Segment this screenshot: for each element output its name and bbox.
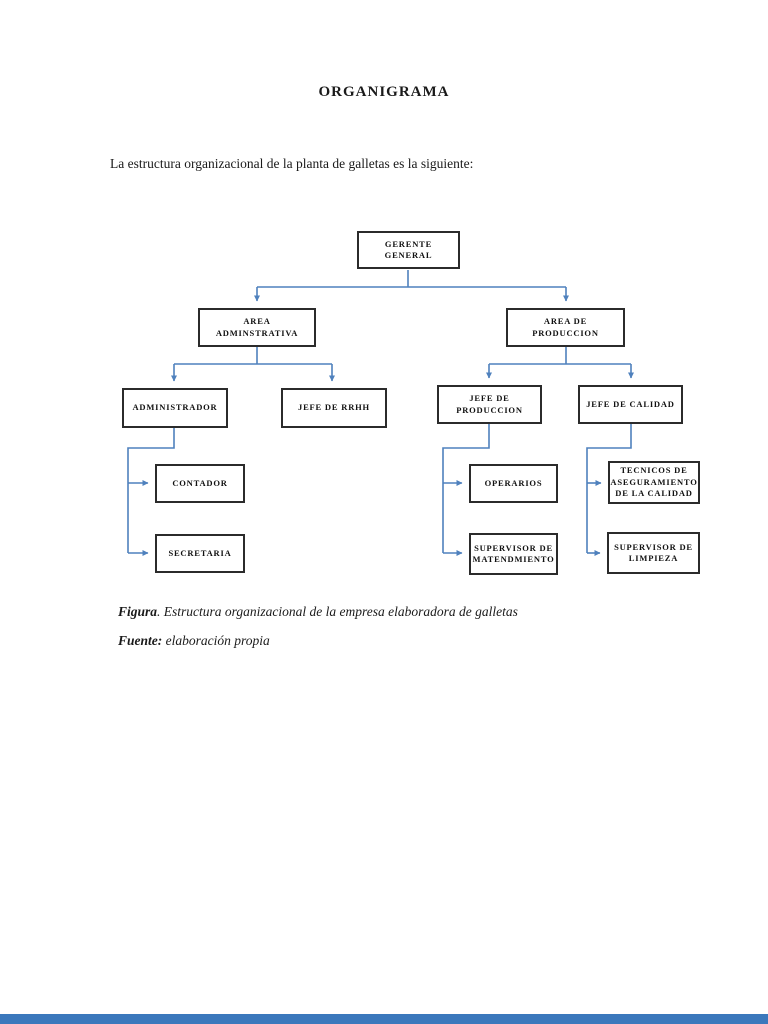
figure-caption: Figura. Estructura organizacional de la … [118, 604, 678, 620]
org-node-jefe-de-calidad: JEFE DE CALIDAD [578, 385, 683, 424]
org-node-gerente-general: GERENTE GENERAL [357, 231, 460, 269]
source-caption: Fuente: elaboración propia [118, 633, 678, 649]
org-node-area-de-produccion: AREA DE PRODUCCION [506, 308, 625, 347]
org-node-area-administrativa: AREA ADMINSTRATIVA [198, 308, 316, 347]
footer-accent-bar [0, 1014, 768, 1024]
org-node-operarios: OPERARIOS [469, 464, 558, 503]
org-node-administrador: ADMINISTRADOR [122, 388, 228, 428]
org-node-tecnicos-de-aseguramiento: TECNICOS DE ASEGURAMIENTO DE LA CALIDAD [608, 461, 700, 504]
figure-caption-text: . Estructura organizacional de la empres… [157, 604, 518, 619]
org-node-supervisor-de-limpieza: SUPERVISOR DE LIMPIEZA [607, 532, 700, 574]
org-node-contador: CONTADOR [155, 464, 245, 503]
figure-caption-label: Figura [118, 604, 158, 619]
page-title: ORGANIGRAMA [318, 84, 450, 100]
intro-paragraph: La estructura organizacional de la plant… [110, 156, 474, 171]
org-node-jefe-de-rrhh: JEFE DE RRHH [281, 388, 387, 428]
org-node-secretaria: SECRETARIA [155, 534, 245, 573]
source-caption-label: Fuente: [118, 633, 163, 648]
source-caption-text: elaboración propia [162, 633, 270, 648]
org-node-supervisor-de-matendmiento: SUPERVISOR DE MATENDMIENTO [469, 533, 558, 575]
org-node-jefe-de-produccion: JEFE DE PRODUCCION [437, 385, 542, 424]
